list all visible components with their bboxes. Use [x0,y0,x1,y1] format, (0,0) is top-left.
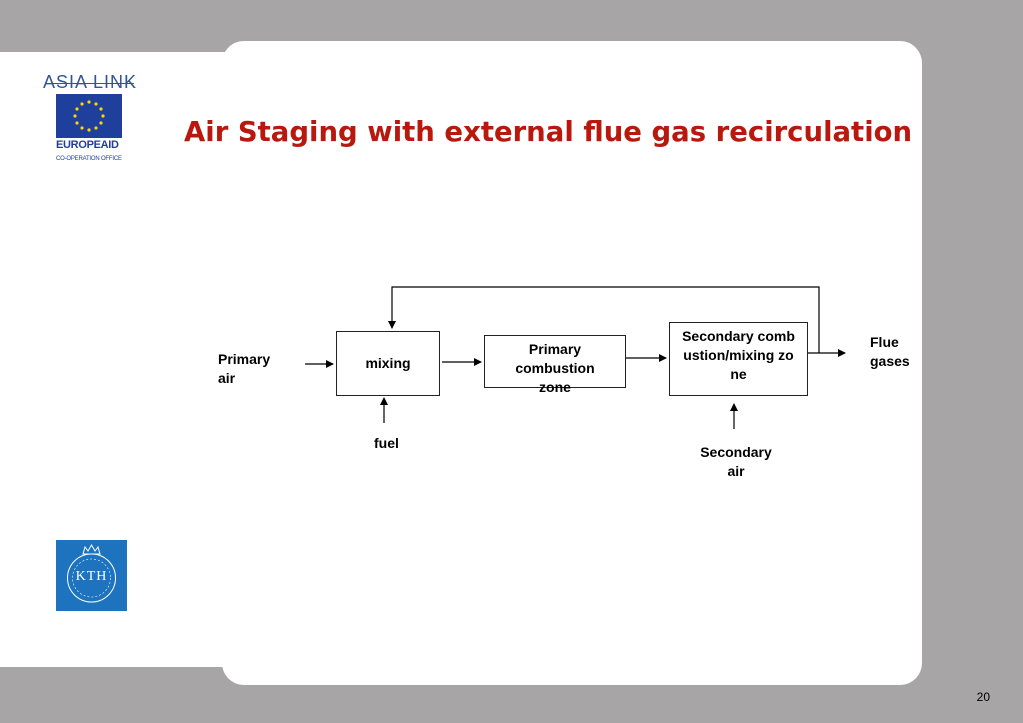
kth-text: KTH [75,569,108,584]
slide-title: Air Staging with external flue gas recir… [184,116,913,148]
page-number: 20 [976,690,990,704]
cooperation-office-text: CO-OPERATION OFFICE [56,156,122,162]
asia-link-text: ASIA LINK [42,72,138,92]
asia-link-line [46,83,134,84]
mixing-label: mixing [365,355,411,371]
secondary-combustion-box: Secondary combustion/mixing zone [669,322,808,396]
primary-air-label: Primary air [218,351,271,386]
mixing-box: mixing [336,331,440,396]
primary-combustion-box: Primary combustion zone [484,335,626,395]
recirculation-line [388,286,820,353]
flue-gases-label: Flue gases [870,334,910,369]
asia-link-logo: ASIA LINK EUROPEAID CO-OPERATION OFFICE [42,70,138,170]
fuel-label: fuel [374,435,399,451]
europeaid-text: EUROPEAID [56,139,119,151]
eu-flag-icon [56,94,122,138]
kth-crest-icon [67,544,116,603]
secondary-air-label: Secondary air [700,444,772,479]
kth-logo: KTH [56,540,127,611]
primary-combustion-label: Primary combustion zone [515,341,595,395]
secondary-combustion-label: Secondary combustion/mixing zone [682,327,795,382]
